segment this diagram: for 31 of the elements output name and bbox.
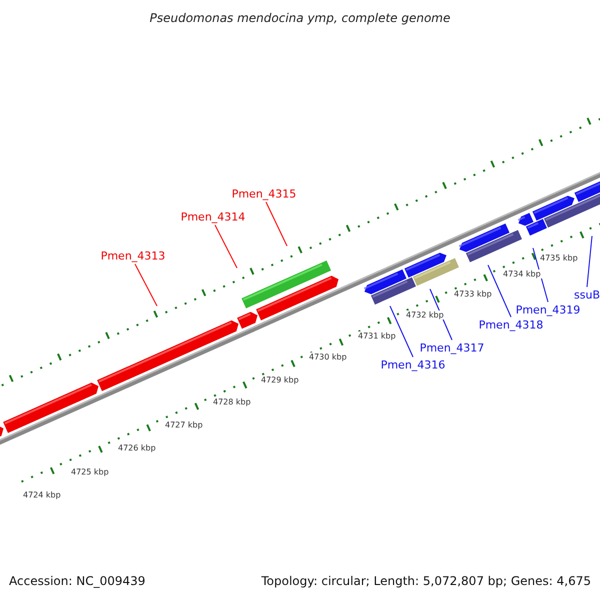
scale-label: 4724 kbp xyxy=(22,490,62,500)
gene-label: Pmen_4316 xyxy=(380,358,446,372)
leader-line xyxy=(430,288,452,340)
gene-label: Pmen_4314 xyxy=(180,210,246,224)
scale-label: 4730 kbp xyxy=(308,352,348,362)
leader-line xyxy=(390,306,414,358)
scale-label: 4735 kbp xyxy=(539,254,579,262)
footer-text: Accession: NC_009439 xyxy=(9,574,146,588)
gene-label: Pmen_4317 xyxy=(420,342,484,354)
scale-label: 4732 kbp xyxy=(405,310,445,320)
leader-line xyxy=(586,236,592,288)
scale-label: 4727 kbp xyxy=(164,420,204,430)
footer-text: Topology: circular; Length: 5,072,807 bp; Genes: 4,675 xyxy=(261,574,591,588)
gene-label: Pmen_4318 xyxy=(478,318,544,332)
scale-label: 4725 kbp xyxy=(70,468,110,476)
scale-label: 4726 kbp xyxy=(117,444,157,452)
scale-label: 4729 kbp xyxy=(260,376,300,384)
leader-line xyxy=(266,202,288,246)
gene-label: Pmen_4315 xyxy=(232,188,296,200)
gene-label: Pmen_4319 xyxy=(516,304,580,316)
gene-label: Pmen_4313 xyxy=(100,250,166,262)
leader-line xyxy=(488,264,512,318)
diagram-title: Pseudomonas mendocina ymp, complete genome xyxy=(150,11,450,25)
scale-label: 4734 kbp xyxy=(502,270,542,278)
gene-label: ssuB xyxy=(574,288,600,302)
leader-line xyxy=(134,264,158,306)
leader-line xyxy=(214,224,238,268)
leader-line xyxy=(532,248,548,302)
scale-label: 4731 kbp xyxy=(357,332,397,340)
scale-label: 4728 kbp xyxy=(212,398,252,406)
scale-label: 4733 kbp xyxy=(453,290,493,298)
